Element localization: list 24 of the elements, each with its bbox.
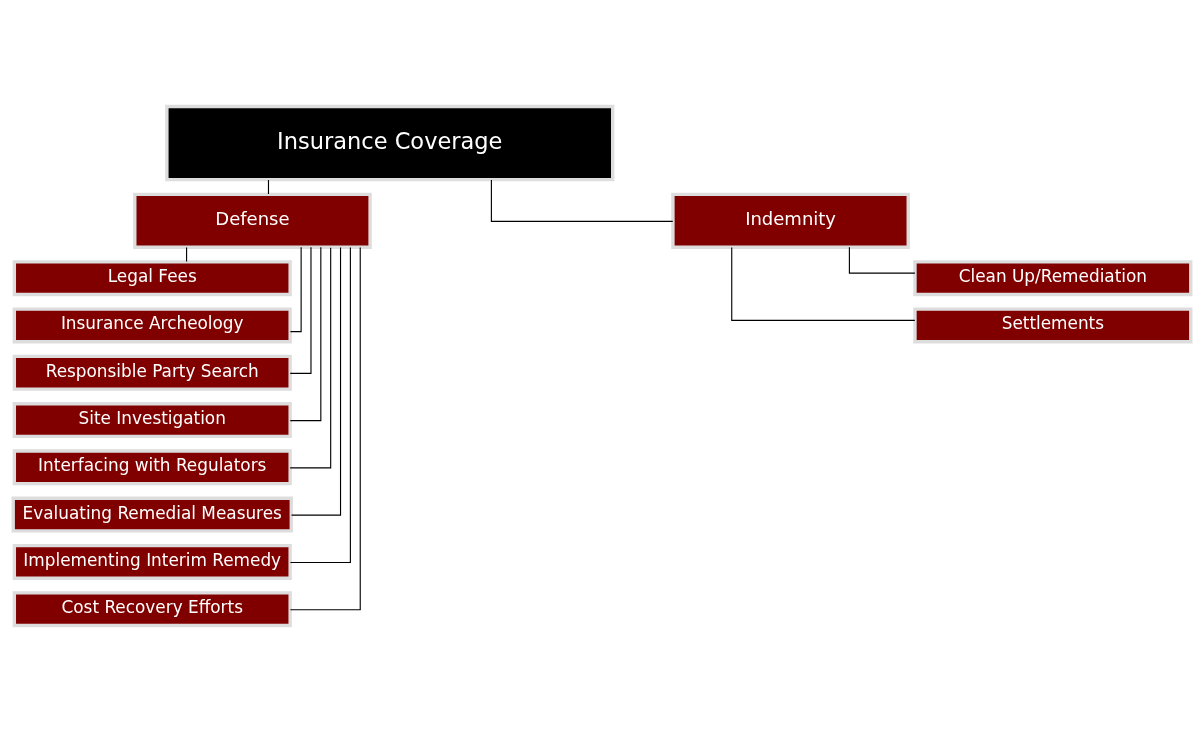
connector xyxy=(186,246,188,262)
node-box: Implementing Interim Remedy xyxy=(12,543,292,580)
connector xyxy=(731,246,916,321)
node-box: Responsible Party Search xyxy=(12,354,292,391)
connector xyxy=(490,178,674,222)
node-box: Indemnity xyxy=(671,192,910,249)
node-box: Insurance Archeology xyxy=(12,306,292,343)
connector xyxy=(289,246,302,332)
node-box: Cost Recovery Efforts xyxy=(12,590,292,627)
node-box: Legal Fees xyxy=(12,259,292,296)
connector xyxy=(289,246,351,563)
node-box: Insurance Coverage xyxy=(165,104,615,181)
node-box: Interfacing with Regulators xyxy=(12,448,292,485)
connector xyxy=(289,246,332,468)
node-box: Settlements xyxy=(913,306,1193,343)
connector xyxy=(289,246,322,421)
node-box: Defense xyxy=(133,192,372,249)
node-box: Site Investigation xyxy=(12,401,292,438)
connector xyxy=(291,246,342,516)
node-box: Evaluating Remedial Measures xyxy=(11,496,293,533)
connector xyxy=(848,246,916,274)
connector xyxy=(289,246,361,610)
connector xyxy=(289,246,312,374)
node-box: Clean Up/Remediation xyxy=(913,259,1193,296)
